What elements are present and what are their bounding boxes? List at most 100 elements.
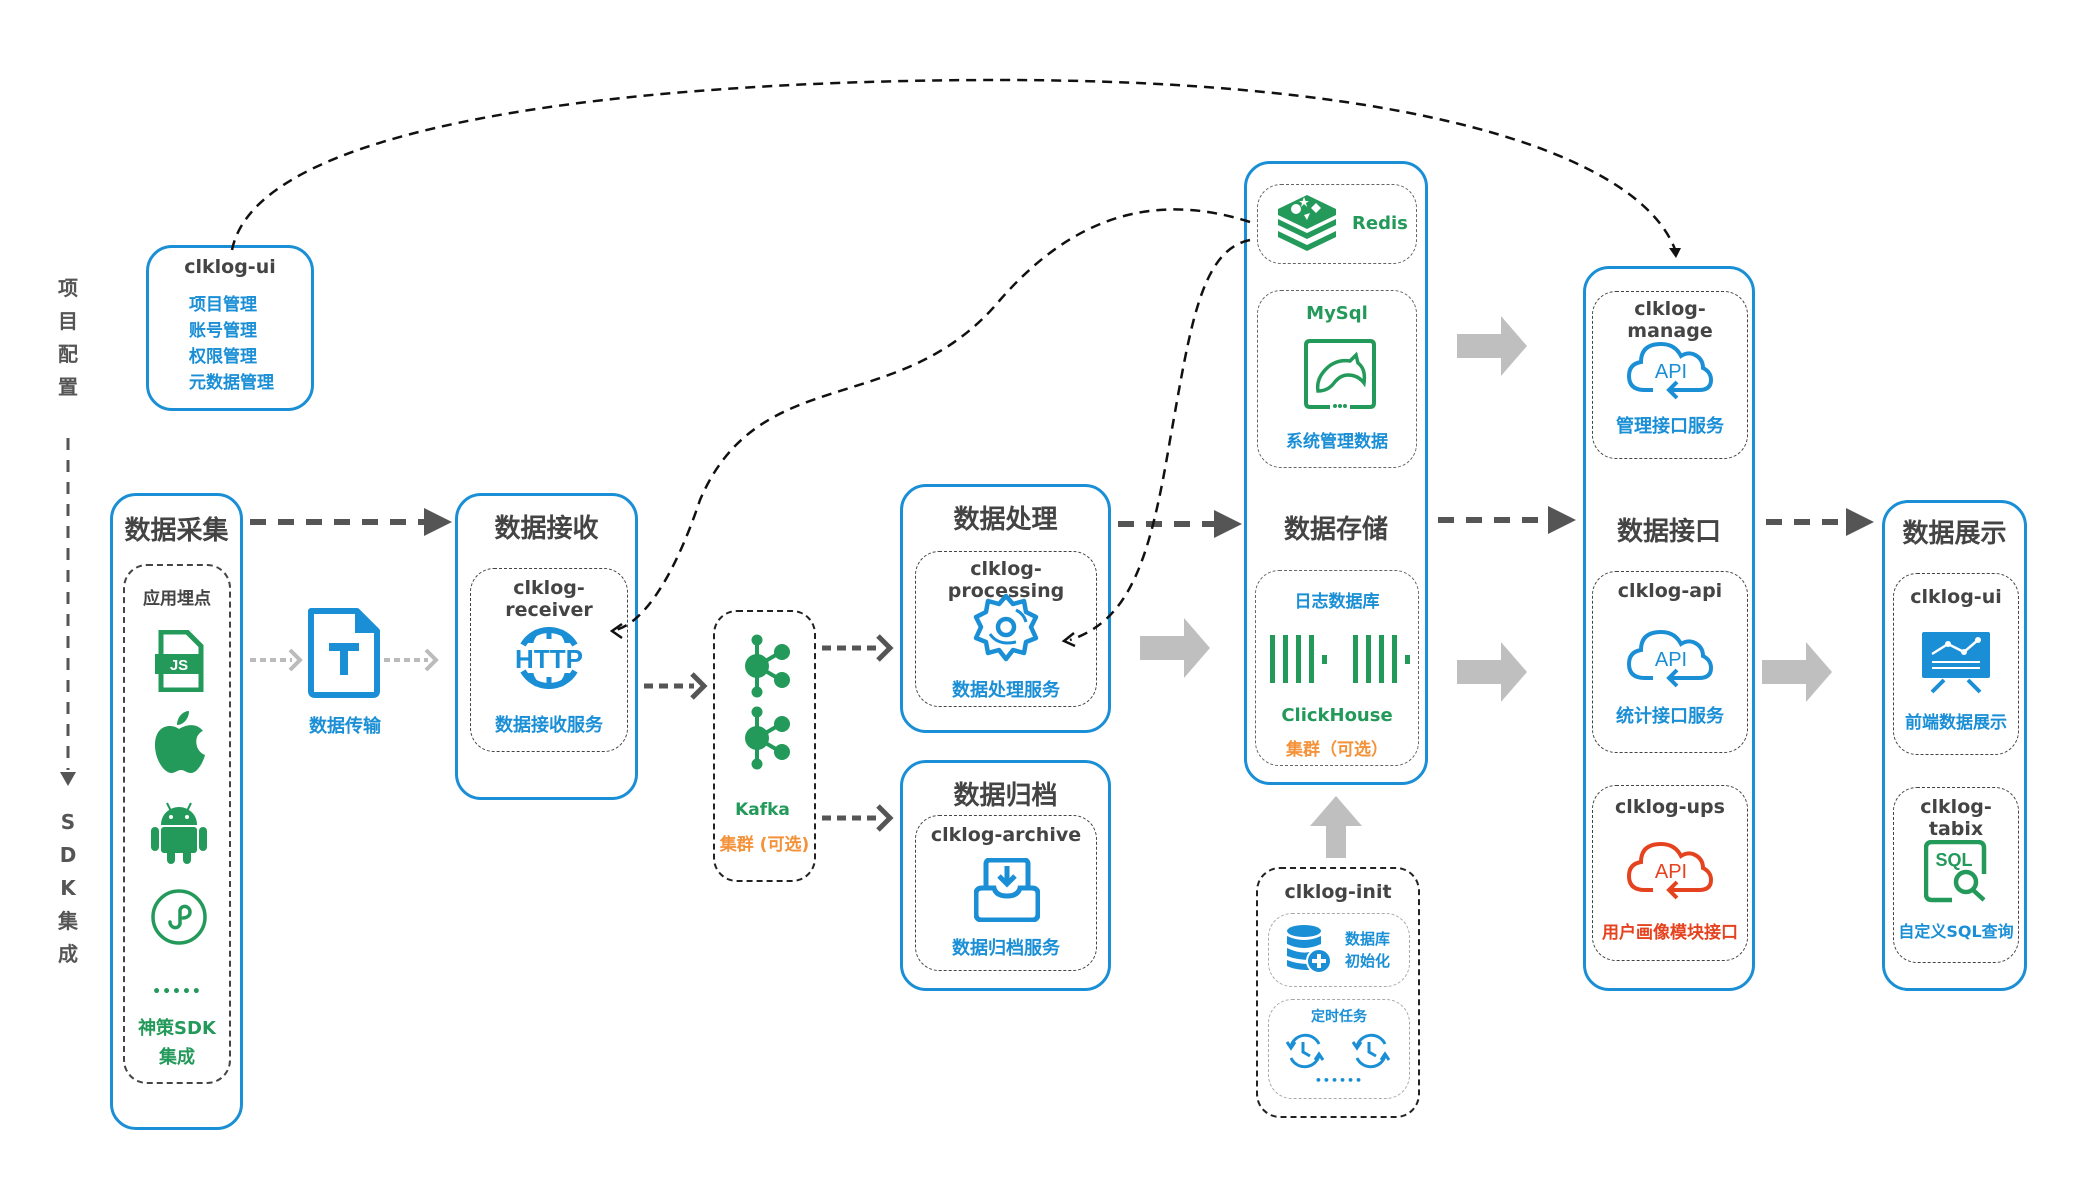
sdk-footer-line1: 神策SDK xyxy=(138,1018,216,1039)
archive-service-desc: 数据归档服务 xyxy=(952,938,1060,959)
app-tracking-title: 应用埋点 xyxy=(143,589,211,609)
db-init-group: 数据库 初始化 xyxy=(1268,913,1410,987)
sql-search-icon: SQL xyxy=(1924,840,1987,903)
data-receive-title: 数据接收 xyxy=(494,514,599,544)
clklog-init-name: clklog-init xyxy=(1284,881,1392,903)
project-config-char: 项 xyxy=(58,276,78,300)
clklog-ui-config-box: clklog-ui 项目管理 账号管理 权限管理 元数据管理 xyxy=(146,245,314,411)
data-display-title: 数据展示 xyxy=(1902,519,2007,549)
sdk-ellipsis: ••••• xyxy=(152,984,202,1000)
kafka-icon-1 xyxy=(745,634,790,698)
sdk-integration-char: K xyxy=(60,876,76,900)
kafka-cluster-note: 集群 (可选) xyxy=(719,835,810,855)
clklog-receiver-name: clklog-receiver xyxy=(505,577,593,621)
db-init-line1: 数据库 xyxy=(1345,930,1391,948)
config-item-project: 项目管理 xyxy=(189,295,257,315)
project-config-char: 配 xyxy=(58,342,78,366)
manage-service-desc: 管理接口服务 xyxy=(1616,416,1724,437)
db-init-line2: 初始化 xyxy=(1345,952,1391,970)
api-to-display-arrowhead xyxy=(1846,508,1874,536)
ui-to-manage-curve xyxy=(230,78,1678,253)
clklog-ui-config-name: clklog-ui xyxy=(184,256,276,278)
mysql-label: MySql xyxy=(1306,303,1368,324)
js-file-icon: JS xyxy=(155,630,204,692)
processing-service-desc: 数据处理服务 xyxy=(952,680,1060,701)
storage-to-api-block-arrow xyxy=(1457,642,1527,702)
project-config-label: 项 目 配 置 xyxy=(53,272,83,404)
archive-download-icon xyxy=(974,858,1040,922)
mysql-dolphin-icon xyxy=(1304,339,1376,409)
data-collection-title: 数据采集 xyxy=(124,516,229,546)
receive-to-kafka-chevron xyxy=(690,672,708,700)
scheduled-tasks-group: 定时任务 •••••• xyxy=(1268,999,1410,1099)
clklog-tabix-name: clklog-tabix xyxy=(1920,796,1992,840)
clklog-ui-display-group: clklog-ui 前端数据展示 xyxy=(1893,573,2019,755)
kafka-icon-2 xyxy=(745,706,790,770)
redis-label: Redis xyxy=(1352,213,1408,234)
mysql-desc: 系统管理数据 xyxy=(1286,432,1388,452)
storage-to-manage-block-arrow xyxy=(1457,316,1527,376)
clklog-archive-group: clklog-archive 数据归档服务 xyxy=(915,815,1097,971)
transfer-to-receive-chevron xyxy=(424,648,439,672)
config-item-permission: 权限管理 xyxy=(189,347,257,367)
http-icon-text: HTTP xyxy=(515,644,583,674)
api-icon-text: API xyxy=(1655,361,1687,383)
data-archive-title: 数据归档 xyxy=(953,781,1058,811)
data-archive-box: 数据归档 clklog-archive 数据归档服务 xyxy=(900,760,1111,991)
kafka-name: Kafka xyxy=(735,800,790,820)
scheduled-tasks-label: 定时任务 xyxy=(1311,1009,1367,1025)
kafka-to-archive-chevron xyxy=(876,804,894,832)
clklog-ups-group: clklog-ups API 用户画像模块接口 xyxy=(1592,785,1748,961)
clickhouse-label: ClickHouse xyxy=(1281,705,1393,726)
kafka-cluster-group: Kafka 集群 (可选) xyxy=(713,610,816,882)
app-tracking-group: 应用埋点 JS ••••• 神策SDK 集成 xyxy=(123,564,231,1084)
clklog-receiver-group: clklog-receiver HTTP 数据接收服务 xyxy=(470,568,628,752)
sdk-integration-char: S xyxy=(60,810,76,834)
text-file-icon xyxy=(308,608,380,698)
data-display-box: 数据展示 clklog-ui 前端数据展示 clklog-tabix SQL 自… xyxy=(1882,500,2027,991)
sdk-footer-line2: 集成 xyxy=(159,1047,195,1068)
stats-service-desc: 统计接口服务 xyxy=(1616,706,1724,727)
api-icon-text: API xyxy=(1655,649,1687,671)
mini-program-icon xyxy=(151,889,207,945)
sql-icon-text: SQL xyxy=(1935,850,1972,870)
config-item-metadata: 元数据管理 xyxy=(189,373,274,393)
kafka-to-processing-chevron xyxy=(876,634,894,662)
processing-to-storage-arrowhead xyxy=(1214,510,1242,538)
api-icon-text: API xyxy=(1655,861,1687,883)
config-item-account: 账号管理 xyxy=(189,321,257,341)
data-api-title: 数据接口 xyxy=(1616,517,1721,547)
receive-service-desc: 数据接收服务 xyxy=(495,715,603,736)
clock-refresh-icon xyxy=(1285,1033,1325,1069)
clklog-api-name: clklog-api xyxy=(1617,580,1723,602)
sdk-integration-char: 集 xyxy=(58,909,78,933)
clock-refresh-icon xyxy=(1351,1033,1391,1069)
processing-to-clickhouse-block-arrow xyxy=(1140,618,1210,678)
android-icon xyxy=(151,802,207,864)
clklog-ui-display-name: clklog-ui xyxy=(1910,586,2002,608)
data-processing-box: 数据处理 clklog-processing 数据处理服务 xyxy=(900,484,1111,733)
collection-to-receive-arrowhead xyxy=(424,508,452,536)
data-transfer-label: 数据传输 xyxy=(309,716,381,737)
api-cloud-icon: API xyxy=(1626,341,1714,400)
data-storage-box: Redis MySql 系统管理数据 数据存储 日志数据库 ClickHouse… xyxy=(1244,161,1428,785)
database-add-icon xyxy=(1287,925,1331,974)
clickhouse-icon xyxy=(1270,635,1410,683)
redis-group: Redis xyxy=(1257,184,1417,264)
init-to-storage-block-arrow xyxy=(1310,796,1362,858)
http-globe-icon: HTTP xyxy=(515,626,583,690)
scheduled-tasks-ellipsis: •••••• xyxy=(1314,1074,1364,1087)
project-config-char: 置 xyxy=(58,375,78,399)
clklog-init-group: clklog-init 数据库 初始化 定时任务 • xyxy=(1256,867,1420,1118)
data-receive-box: 数据接收 clklog-receiver HTTP 数据接收服务 xyxy=(455,493,638,800)
sdk-integration-label: S D K 集 成 xyxy=(53,806,83,971)
gear-icon xyxy=(973,593,1039,662)
sdk-integration-char: 成 xyxy=(58,942,78,966)
config-to-sdk-arrowhead xyxy=(60,772,76,786)
custom-sql-desc: 自定义SQL查询 xyxy=(1898,922,2014,941)
apple-icon xyxy=(155,711,205,773)
frontend-display-desc: 前端数据展示 xyxy=(1905,713,2007,733)
redis-icon xyxy=(1278,195,1336,251)
ups-service-desc: 用户画像模块接口 xyxy=(1602,923,1738,943)
data-processing-title: 数据处理 xyxy=(953,505,1058,535)
